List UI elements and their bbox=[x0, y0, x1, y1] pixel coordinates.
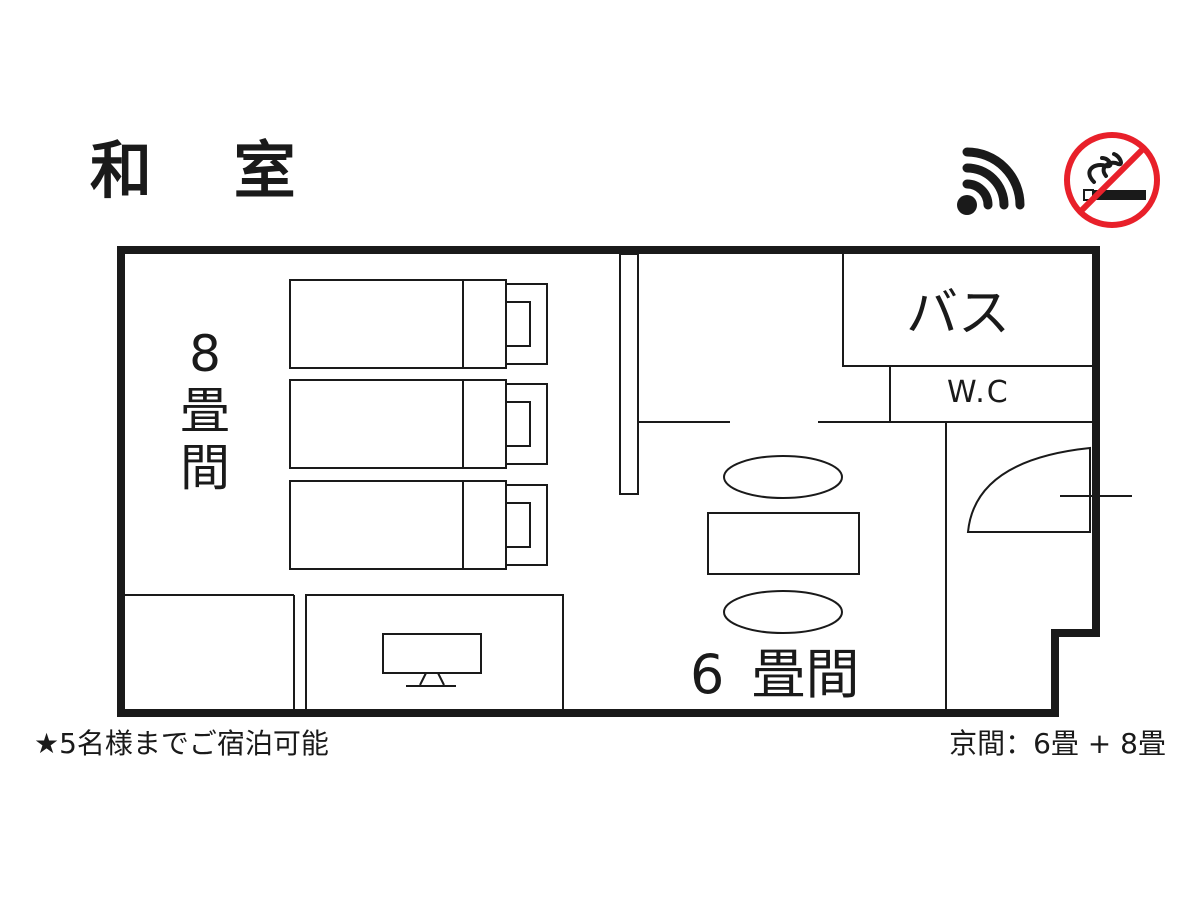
futon-2 bbox=[289, 379, 548, 469]
wifi-icon bbox=[957, 147, 1025, 215]
partition-post bbox=[619, 253, 639, 495]
page-title: 和 室 bbox=[90, 134, 326, 207]
room-label-6-tatami: 6 畳間 bbox=[690, 643, 860, 706]
bath-wall bbox=[842, 254, 1092, 367]
no-smoking-icon bbox=[1064, 132, 1160, 228]
outer-wall bbox=[117, 246, 1100, 717]
low-table bbox=[707, 512, 860, 575]
futon-3 bbox=[289, 480, 548, 570]
capacity-note: ★5名様までご宿泊可能 bbox=[34, 727, 329, 760]
cushion-top bbox=[723, 455, 843, 499]
room-size-note: 京間：6畳 + 8畳 bbox=[949, 727, 1166, 760]
tv-stand bbox=[305, 594, 564, 713]
room-label-8-tatami: 8 畳 間 bbox=[180, 325, 230, 497]
door-swing bbox=[966, 446, 1091, 533]
cushion-bottom bbox=[723, 590, 843, 634]
wc-label: W.C bbox=[947, 375, 1010, 410]
television bbox=[382, 633, 482, 687]
bath-label: バス bbox=[906, 284, 1011, 344]
futon-1 bbox=[289, 279, 548, 369]
